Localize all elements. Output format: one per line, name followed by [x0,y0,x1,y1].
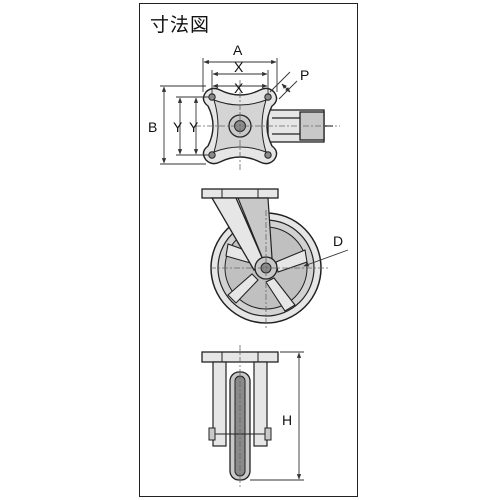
label-A: A [233,42,243,58]
drawing-title: 寸法図 [150,14,211,36]
side-top-plate [201,188,279,199]
label-Y-outer: Y [173,119,183,135]
dim-Y1 [176,96,209,156]
label-B: B [148,119,157,135]
axle-nut-right [264,427,272,441]
label-X-outer: X [234,59,244,75]
label-X-inner: X [234,80,244,96]
top-view: A X X P B Y Y [148,42,340,170]
bolt-holes [208,93,272,159]
dim-D [303,249,349,267]
label-P: P [300,67,309,83]
front-view: H [201,345,304,488]
dim-X1 [211,70,269,95]
label-Y-inner: Y [189,119,199,135]
side-view: D [201,188,349,330]
dim-B [160,85,206,165]
dim-H [250,351,304,481]
dim-P [269,71,298,100]
label-H: H [282,412,292,428]
front-fork-left [212,361,227,447]
side-center-lines [210,210,330,330]
top-center-lines [195,80,340,170]
label-D: D [333,233,343,249]
axle-nut-left [208,427,216,441]
front-fork-right [253,361,268,447]
